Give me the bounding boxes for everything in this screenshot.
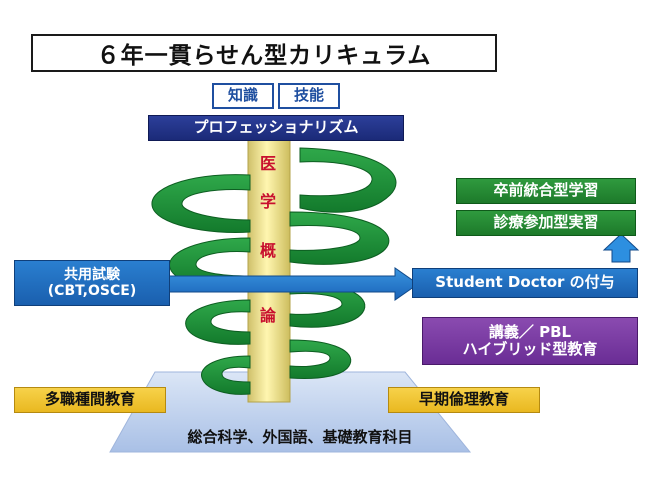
multi-profession-box: 多職種間教育 <box>14 387 166 413</box>
lecture-line2: ハイブリッド型教育 <box>462 340 598 358</box>
pillar-char-4: 論 <box>259 306 276 325</box>
pillar-char-3: 概 <box>259 241 276 260</box>
clinical-practice-box: 診療参加型実習 <box>456 210 636 236</box>
central-pillar <box>247 139 291 403</box>
graduation-learning-box: 卒前統合型学習 <box>456 178 636 204</box>
foundation-label: 総合科学、外国語、基礎教育科目 <box>187 427 413 446</box>
progression-arrow <box>149 267 419 301</box>
common-exam-line1: 共用試験 <box>64 266 120 283</box>
page-title: ６年一貫らせん型カリキュラム <box>31 34 497 72</box>
common-exam-box: 共用試験 (CBT,OSCE) <box>14 260 170 306</box>
lecture-line1: 講義／ PBL <box>488 322 572 341</box>
student-doctor-box: Student Doctor の付与 <box>412 268 638 298</box>
early-ethics-box: 早期倫理教育 <box>388 387 540 413</box>
lecture-box: 講義／ PBL ハイブリッド型教育 <box>422 317 638 365</box>
skill-label: 技能 <box>278 83 340 109</box>
pillar-char-1: 医 <box>259 154 276 173</box>
pillar-char-2: 学 <box>259 192 276 211</box>
professionalism-label: プロフェッショナリズム <box>148 115 404 141</box>
common-exam-line2: (CBT,OSCE) <box>47 283 137 299</box>
knowledge-label: 知識 <box>212 83 274 109</box>
up-arrow <box>602 233 640 263</box>
